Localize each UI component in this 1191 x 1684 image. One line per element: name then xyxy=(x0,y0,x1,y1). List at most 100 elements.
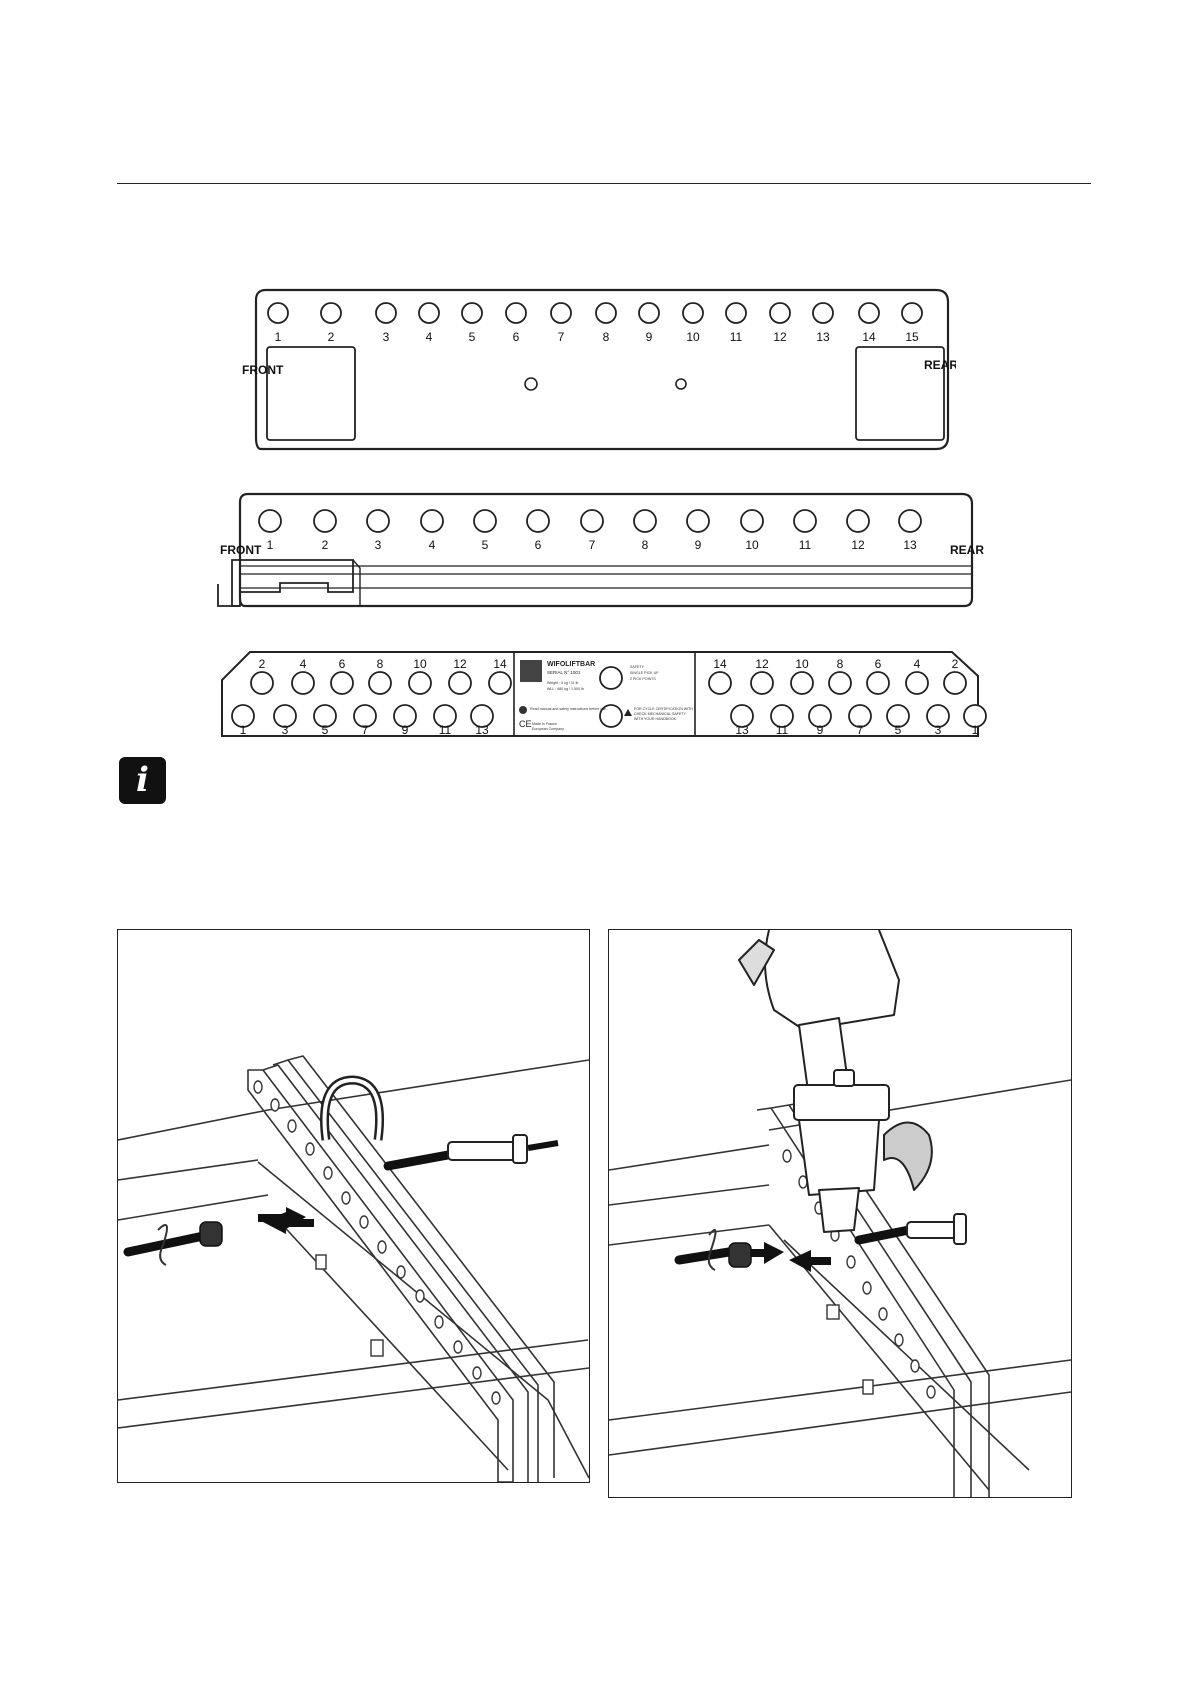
hole-number: 8 xyxy=(837,657,844,671)
pin-hole xyxy=(708,671,732,695)
hole-number: 1 xyxy=(275,330,282,344)
header-rule xyxy=(117,183,1091,184)
hole-number: 2 xyxy=(952,657,959,671)
pin-hole xyxy=(433,704,457,728)
pin-hole xyxy=(231,704,255,728)
plate-serial: SERIAL N° 1001 xyxy=(547,670,581,675)
pin-hole xyxy=(375,302,397,324)
pin-hole xyxy=(250,671,274,695)
pin-hole xyxy=(750,671,774,695)
hole-number: 8 xyxy=(642,538,649,552)
hole-number: 12 xyxy=(773,330,787,344)
plate-warning-2: CHECK MECHANICAL SAFETY xyxy=(634,712,687,716)
identification-plate: WIFOLIFTBAR SERIAL N° 1001 Weight : 5 kg… xyxy=(519,660,693,731)
plate-safety: SAFETY xyxy=(630,665,645,669)
hole-number: 12 xyxy=(453,657,467,671)
pin-hole xyxy=(898,509,922,533)
plate-warning-1: FOR CYCLE CERTIFICATION WITH xyxy=(634,707,693,711)
hole-number: 6 xyxy=(513,330,520,344)
hole-number: 7 xyxy=(558,330,565,344)
pin-hole xyxy=(686,509,710,533)
front-label-side: FRONT xyxy=(220,543,262,557)
pin-hole xyxy=(353,704,377,728)
rear-label: REAR xyxy=(924,358,956,372)
pin-hole xyxy=(313,509,337,533)
svg-text:CE: CE xyxy=(519,719,532,729)
pin-hole xyxy=(595,302,617,324)
hole-number: 1 xyxy=(267,538,274,552)
hole-number: 1 xyxy=(240,723,247,737)
hole-number: 11 xyxy=(776,723,789,737)
pin-hole xyxy=(769,302,791,324)
hole-number: 13 xyxy=(903,538,917,552)
hole-number: 4 xyxy=(300,657,307,671)
pin-hole xyxy=(858,302,880,324)
plate-manual: Read manual and safety instructions befo… xyxy=(530,707,607,711)
hole-number: 1 xyxy=(972,723,979,737)
pin-hole xyxy=(473,509,497,533)
pin-hole xyxy=(725,302,747,324)
hole-number: 5 xyxy=(469,330,476,344)
pin-hole xyxy=(905,671,929,695)
hole-number: 9 xyxy=(817,723,824,737)
pin-hole xyxy=(320,302,342,324)
hole-number: 14 xyxy=(493,657,507,671)
pin-hole xyxy=(420,509,444,533)
hole-number: 9 xyxy=(695,538,702,552)
plate-warning-3: WITH YOUR HANDBOOK. xyxy=(634,717,677,721)
pin-hole xyxy=(828,671,852,695)
hole-number: 3 xyxy=(282,723,289,737)
hole-number: 13 xyxy=(816,330,830,344)
pin-hole xyxy=(550,302,572,324)
hole-number: 2 xyxy=(328,330,335,344)
plate-single-pick: SINGLE PICK UP xyxy=(630,671,659,675)
hole-number: 11 xyxy=(439,723,452,737)
clamp-assembly-illustration xyxy=(608,929,1072,1498)
pin-hole xyxy=(258,509,282,533)
hole-number: 10 xyxy=(745,538,759,552)
plate-weight: Weight : 5 kg / 11 lb xyxy=(547,681,578,685)
hole-number: 5 xyxy=(322,723,329,737)
pin-hole xyxy=(526,509,550,533)
pin-hole xyxy=(886,704,910,728)
pin-hole xyxy=(633,509,657,533)
hole-number: 6 xyxy=(875,657,882,671)
plate-title: WIFOLIFTBAR xyxy=(547,661,595,668)
hole-number: 3 xyxy=(375,538,382,552)
plate-pick-points: 2 PICK POINTS xyxy=(630,677,656,681)
pin-hole xyxy=(901,302,923,324)
pin-hole xyxy=(963,704,987,728)
hole-number: 10 xyxy=(686,330,700,344)
pin-hole xyxy=(790,671,814,695)
hole-number: 10 xyxy=(413,657,427,671)
hole-number: 14 xyxy=(862,330,876,344)
hole-number: 4 xyxy=(914,657,921,671)
plate-wll: WLL : 680 kg / 1 500 lb xyxy=(547,687,584,691)
hole-number: 7 xyxy=(589,538,596,552)
hole-number: 2 xyxy=(259,657,266,671)
plate-made-in: Made in France xyxy=(532,722,557,726)
hole-number: 13 xyxy=(475,723,489,737)
hole-number: 8 xyxy=(377,657,384,671)
hole-number: 12 xyxy=(755,657,769,671)
hole-number: 15 xyxy=(905,330,919,344)
hole-number: 6 xyxy=(535,538,542,552)
hole-number: 14 xyxy=(713,657,727,671)
hole-number: 11 xyxy=(730,330,743,344)
plate-company: European Company xyxy=(532,727,564,731)
hole-number: 3 xyxy=(383,330,390,344)
pin-hole xyxy=(682,302,704,324)
pin-hole xyxy=(461,302,483,324)
hole-number: 13 xyxy=(735,723,749,737)
info-icon: i xyxy=(119,757,166,804)
pin-hole xyxy=(848,704,872,728)
pin-hole xyxy=(730,704,754,728)
hole-number: 6 xyxy=(339,657,346,671)
pin-hole xyxy=(418,302,440,324)
hole-number: 5 xyxy=(895,723,902,737)
hole-number: 7 xyxy=(362,723,369,737)
pin-hole xyxy=(793,509,817,533)
hole-number: 8 xyxy=(603,330,610,344)
pin-hole xyxy=(366,509,390,533)
